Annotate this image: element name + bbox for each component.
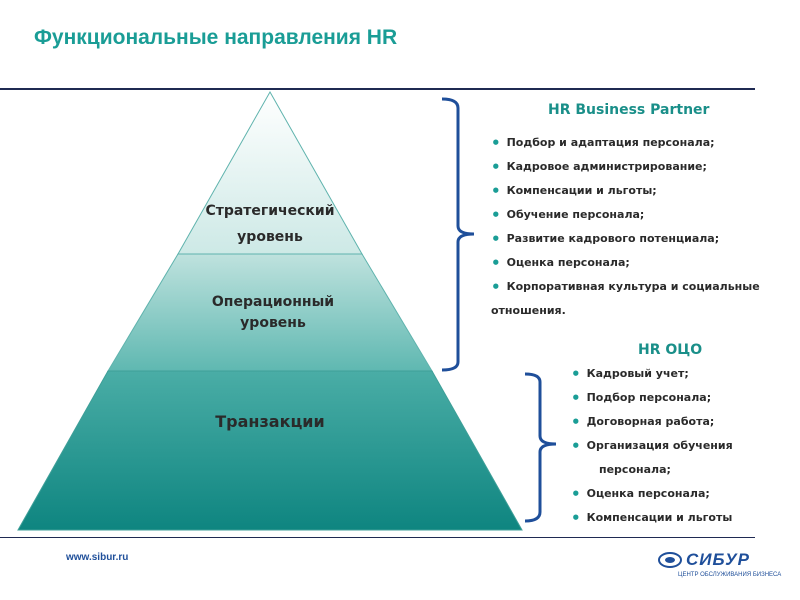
bullet-icon: •: [491, 206, 501, 224]
level-label-line1: Операционный: [211, 294, 335, 310]
oco-list: •Кадровый учет; •Подбор персонала; •Дого…: [571, 366, 761, 534]
bullet-icon: •: [491, 182, 501, 200]
bullet-icon: •: [571, 365, 581, 383]
level-label-line2: уровень: [240, 315, 306, 331]
website-link[interactable]: www.sibur.ru: [66, 552, 129, 563]
bullet-icon: •: [491, 134, 501, 152]
list-item: •Корпоративная культура и социальные: [491, 278, 760, 296]
list-item: •Подбор и адаптация персонала;: [491, 134, 715, 152]
section-title-oco: HR ОЦО: [638, 342, 703, 358]
bullet-icon: •: [571, 413, 581, 431]
business-partner-list: •Подбор и адаптация персонала; •Кадровое…: [491, 134, 760, 327]
list-item: •Договорная работа;: [571, 413, 715, 431]
list-item-continuation: персонала;: [599, 463, 671, 476]
section-title-business-partner: HR Business Partner: [548, 102, 710, 118]
list-item-continuation: отношения.: [491, 304, 566, 317]
bullet-icon: •: [571, 389, 581, 407]
company-logo: СИБУР ЦЕНТР ОБСЛУЖИВАНИЯ БИЗНЕСА: [652, 548, 781, 580]
logo-mark-icon: [658, 552, 682, 568]
logo-subtitle: ЦЕНТР ОБСЛУЖИВАНИЯ БИЗНЕСА: [678, 572, 782, 578]
brace-oco: [524, 372, 557, 523]
bullet-icon: •: [571, 509, 581, 527]
list-item: •Оценка персонала;: [571, 485, 710, 503]
bottom-divider: [0, 537, 755, 538]
pyramid-label-strategic: Стратегический уровень: [190, 198, 350, 250]
list-item: •Компенсации и льготы: [571, 509, 733, 527]
pyramid-segment-transactions: [17, 370, 523, 531]
list-item: •Компенсации и льготы;: [491, 182, 657, 200]
list-item: •Кадровое администрирование;: [491, 158, 707, 176]
bullet-icon: •: [491, 158, 501, 176]
list-item: •Развитие кадрового потенциала;: [491, 230, 720, 248]
logo-word: СИБУР: [686, 550, 750, 569]
level-label-line1: Стратегический: [205, 203, 335, 219]
bullet-icon: •: [571, 485, 581, 503]
bullet-icon: •: [491, 230, 501, 248]
list-item: •Кадровый учет;: [571, 365, 689, 383]
level-label-line2: уровень: [237, 229, 303, 245]
top-divider: [0, 88, 755, 90]
pyramid-label-operational: Операционный уровень: [193, 292, 353, 334]
pyramid-label-transactions: Транзакции: [215, 412, 325, 431]
list-item: •Подбор персонала;: [571, 389, 712, 407]
bullet-icon: •: [571, 437, 581, 455]
list-item: •Организация обучения: [571, 437, 733, 455]
page-title: Функциональные направления HR: [34, 26, 398, 49]
list-item: •Обучение персонала;: [491, 206, 645, 224]
brace-business-partner: [441, 97, 475, 372]
bullet-icon: •: [491, 278, 501, 296]
bullet-icon: •: [491, 254, 501, 272]
list-item: •Оценка персонала;: [491, 254, 630, 272]
